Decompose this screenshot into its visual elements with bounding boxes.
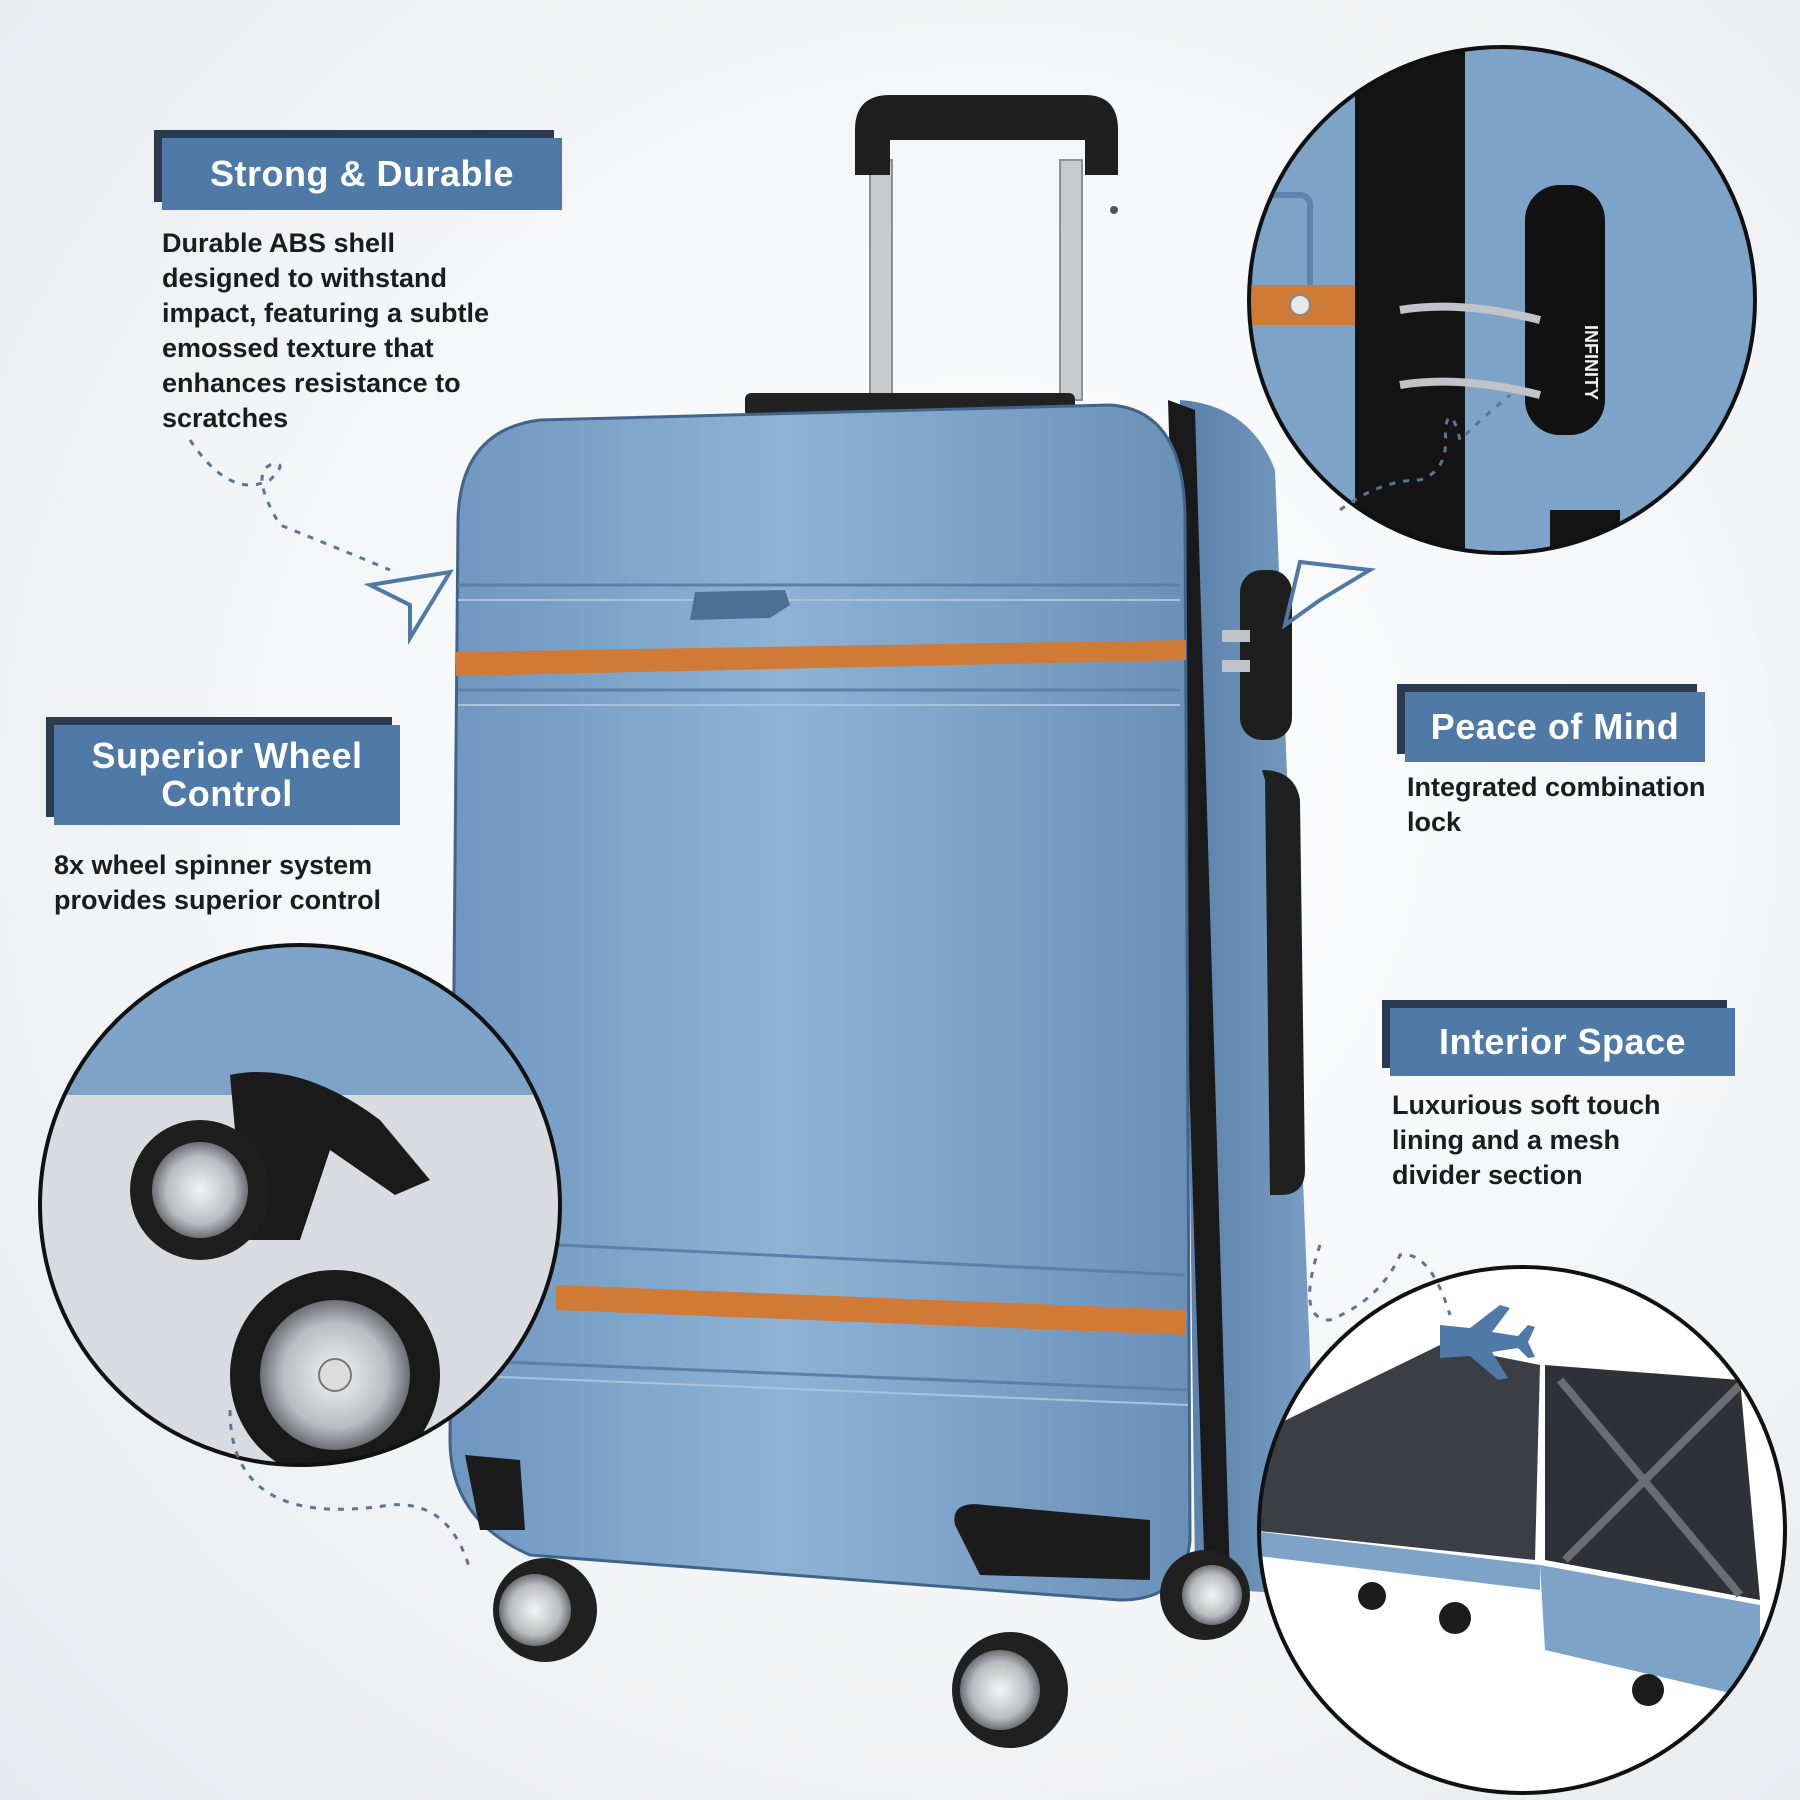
feature-title: Interior Space — [1390, 1008, 1735, 1076]
feature-title: Peace of Mind — [1405, 692, 1705, 762]
feature-description: Luxurious soft touch lining and a mesh d… — [1392, 1090, 1661, 1190]
paper-plane-icon — [363, 569, 454, 646]
combination-lock-body — [1525, 185, 1605, 435]
dotted-connectors — [188, 393, 1511, 1571]
lock-brand-text: INFINITY — [1581, 325, 1601, 400]
brand-badge — [690, 590, 790, 620]
feature-description: 8x wheel spinner system provides superio… — [54, 850, 382, 915]
accent-strip-top — [456, 640, 1186, 676]
interior-closeup — [1257, 1265, 1787, 1795]
lock-closeup: INFINITY — [1247, 45, 1757, 555]
feature-title: Superior Wheel Control — [54, 725, 400, 825]
feature-description: Durable ABS shell designed to withstand … — [162, 228, 490, 433]
spinner-wheels — [465, 1455, 1250, 1748]
feature-description: Integrated combination lock — [1407, 772, 1706, 837]
suitcase-shell — [448, 403, 1192, 1602]
wheel-closeup — [38, 943, 562, 1467]
paper-plane-icon — [1281, 559, 1377, 630]
side-lock — [1240, 570, 1292, 740]
telescopic-handle — [855, 95, 1118, 401]
feature-title: Strong & Durable — [162, 138, 562, 210]
airplane-icon — [1440, 1305, 1535, 1380]
side-carry-handle — [1262, 770, 1305, 1195]
accent-strip-bottom — [556, 1285, 1186, 1335]
